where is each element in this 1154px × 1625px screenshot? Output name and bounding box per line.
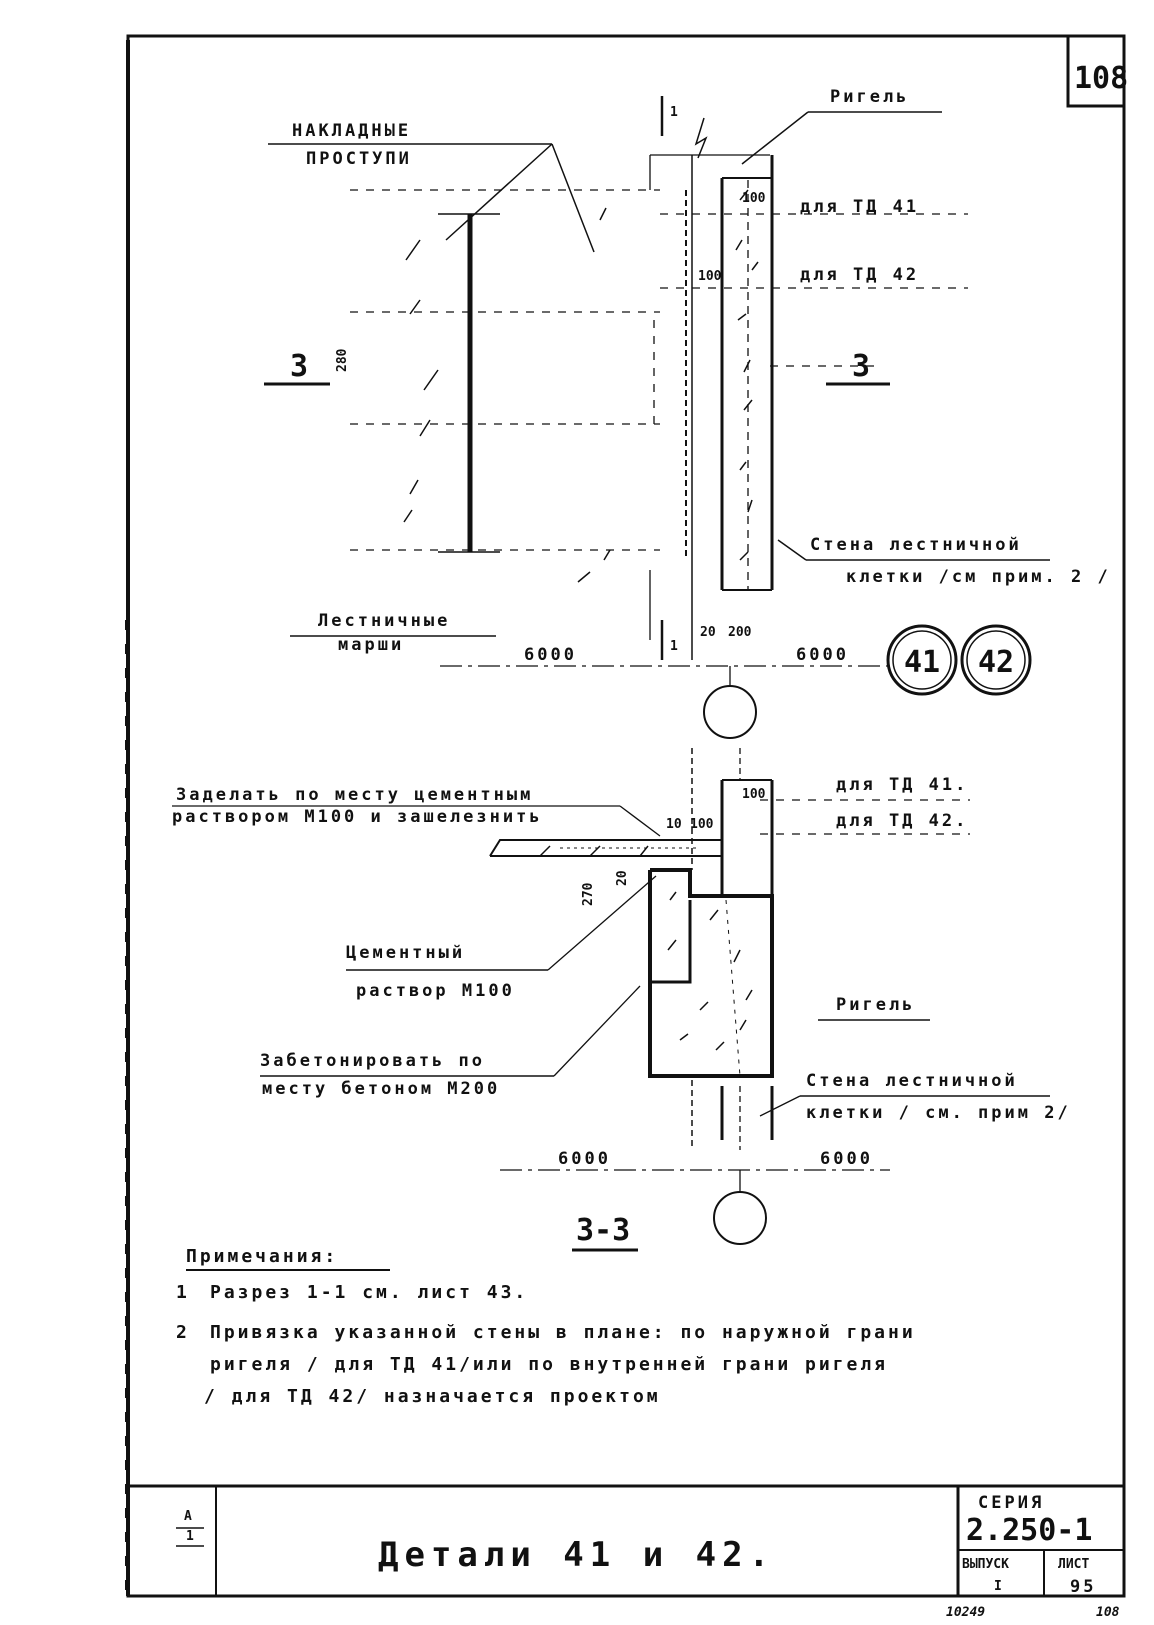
sheet-frame bbox=[125, 34, 1126, 1598]
side-mark: А bbox=[184, 1509, 192, 1524]
dim-20: 20 bbox=[700, 625, 716, 640]
cut-mark-bottom: 1 bbox=[670, 639, 678, 654]
dim-200: 200 bbox=[728, 625, 752, 640]
section-mark-left: 3 bbox=[290, 349, 308, 384]
dim-10: 10 bbox=[666, 817, 682, 832]
detail-41-number: 41 bbox=[904, 645, 940, 680]
note-2-line-3: / для ТД 42/ назначается проектом bbox=[204, 1386, 661, 1407]
seal-label-1: Заделать по месту цементным bbox=[176, 785, 533, 805]
dim-280: 280 bbox=[335, 348, 350, 372]
detail-42-number: 42 bbox=[978, 645, 1014, 680]
corner-number: 108 bbox=[1074, 61, 1128, 96]
dim-270: 270 bbox=[581, 882, 596, 906]
wall-label-top-2: клетки /см прим. 2 / bbox=[846, 567, 1111, 587]
dim-6000-left-top: 6000 bbox=[524, 645, 577, 665]
wall-label-section-1: Стена лестничной bbox=[806, 1071, 1018, 1091]
wall-label-section-2: клетки / см. прим 2/ bbox=[806, 1103, 1071, 1123]
for-td41-top: для ТД 41 bbox=[800, 197, 919, 217]
series-label: СЕРИЯ bbox=[978, 1493, 1044, 1513]
for-td41-section: для ТД 41. bbox=[836, 775, 968, 795]
cut-mark-top: 1 bbox=[670, 105, 678, 120]
dim-6000-left-section: 6000 bbox=[558, 1149, 611, 1169]
overlay-steps-label-2: ПРОСТУПИ bbox=[306, 149, 412, 169]
series-value: 2.250-1 bbox=[966, 1513, 1092, 1548]
dim-100-top: 100 bbox=[742, 191, 766, 206]
note-2-line-1: Привязка указанной стены в плане: по нар… bbox=[210, 1322, 916, 1343]
issue-value: I bbox=[994, 1579, 1002, 1594]
sheet-label: ЛИСТ bbox=[1058, 1557, 1089, 1572]
corner-number-box: 108 bbox=[1066, 34, 1128, 108]
for-td42-top: для ТД 42 bbox=[800, 265, 919, 285]
drawing-title: Детали 41 и 42. bbox=[378, 1535, 775, 1575]
sheet-value: 95 bbox=[1070, 1577, 1096, 1597]
dim-6000-right-section: 6000 bbox=[820, 1149, 873, 1169]
section-view: Заделать по месту цементным раствором М1… bbox=[172, 748, 1071, 1252]
note-2-line-2: ригеля / для ТД 41/или по внутренней гра… bbox=[210, 1354, 888, 1375]
note-1-number: 1 bbox=[176, 1282, 190, 1303]
note-1-text: Разрез 1-1 см. лист 43. bbox=[210, 1282, 528, 1303]
dim-6000-right-top: 6000 bbox=[796, 645, 849, 665]
notes-heading: Примечания: bbox=[186, 1246, 338, 1267]
concrete-label-2: месту бетоном М200 bbox=[262, 1079, 500, 1099]
crossbar-label-top: Ригель bbox=[830, 87, 909, 107]
dim-100-section-b: 100 bbox=[742, 787, 766, 802]
for-td42-section: для ТД 42. bbox=[836, 811, 968, 831]
flights-label-1: Лестничные bbox=[318, 611, 450, 631]
section-mark-right: 3 bbox=[852, 349, 870, 384]
detail-circles: 41 42 bbox=[886, 624, 1032, 696]
page-mark: 108 bbox=[1096, 1605, 1120, 1620]
flights-label-2: марши bbox=[338, 635, 404, 655]
section-title: 3-3 bbox=[576, 1213, 630, 1248]
dim-20-section: 20 bbox=[615, 870, 630, 886]
notes: Примечания: 1 Разрез 1-1 см. лист 43. 2 … bbox=[176, 1246, 916, 1407]
mortar-label-1: Цементный bbox=[346, 943, 465, 963]
stamp-number: 10249 bbox=[946, 1605, 985, 1620]
mortar-label-2: раствор М100 bbox=[356, 981, 515, 1001]
top-view: НАКЛАДНЫЕ ПРОСТУПИ Ригель bbox=[264, 87, 1111, 739]
wall-label-top-1: Стена лестничной bbox=[810, 535, 1022, 555]
overlay-steps-label-1: НАКЛАДНЫЕ bbox=[292, 121, 411, 141]
seal-label-2: раствором М100 и зашелезнить bbox=[172, 807, 543, 827]
issue-label: ВЫПУСК bbox=[962, 1557, 1009, 1572]
crossbar-label-section: Ригель bbox=[836, 995, 915, 1015]
dim-100-section: 100 bbox=[690, 817, 714, 832]
concrete-label-1: Забетонировать по bbox=[260, 1051, 485, 1071]
dim-100-mid: 100 bbox=[698, 269, 722, 284]
side-mark-2: 1 bbox=[186, 1529, 194, 1544]
note-2-number: 2 bbox=[176, 1322, 190, 1343]
title-block: А 1 Детали 41 и 42. СЕРИЯ 2.250-1 ВЫПУСК… bbox=[128, 1484, 1124, 1620]
